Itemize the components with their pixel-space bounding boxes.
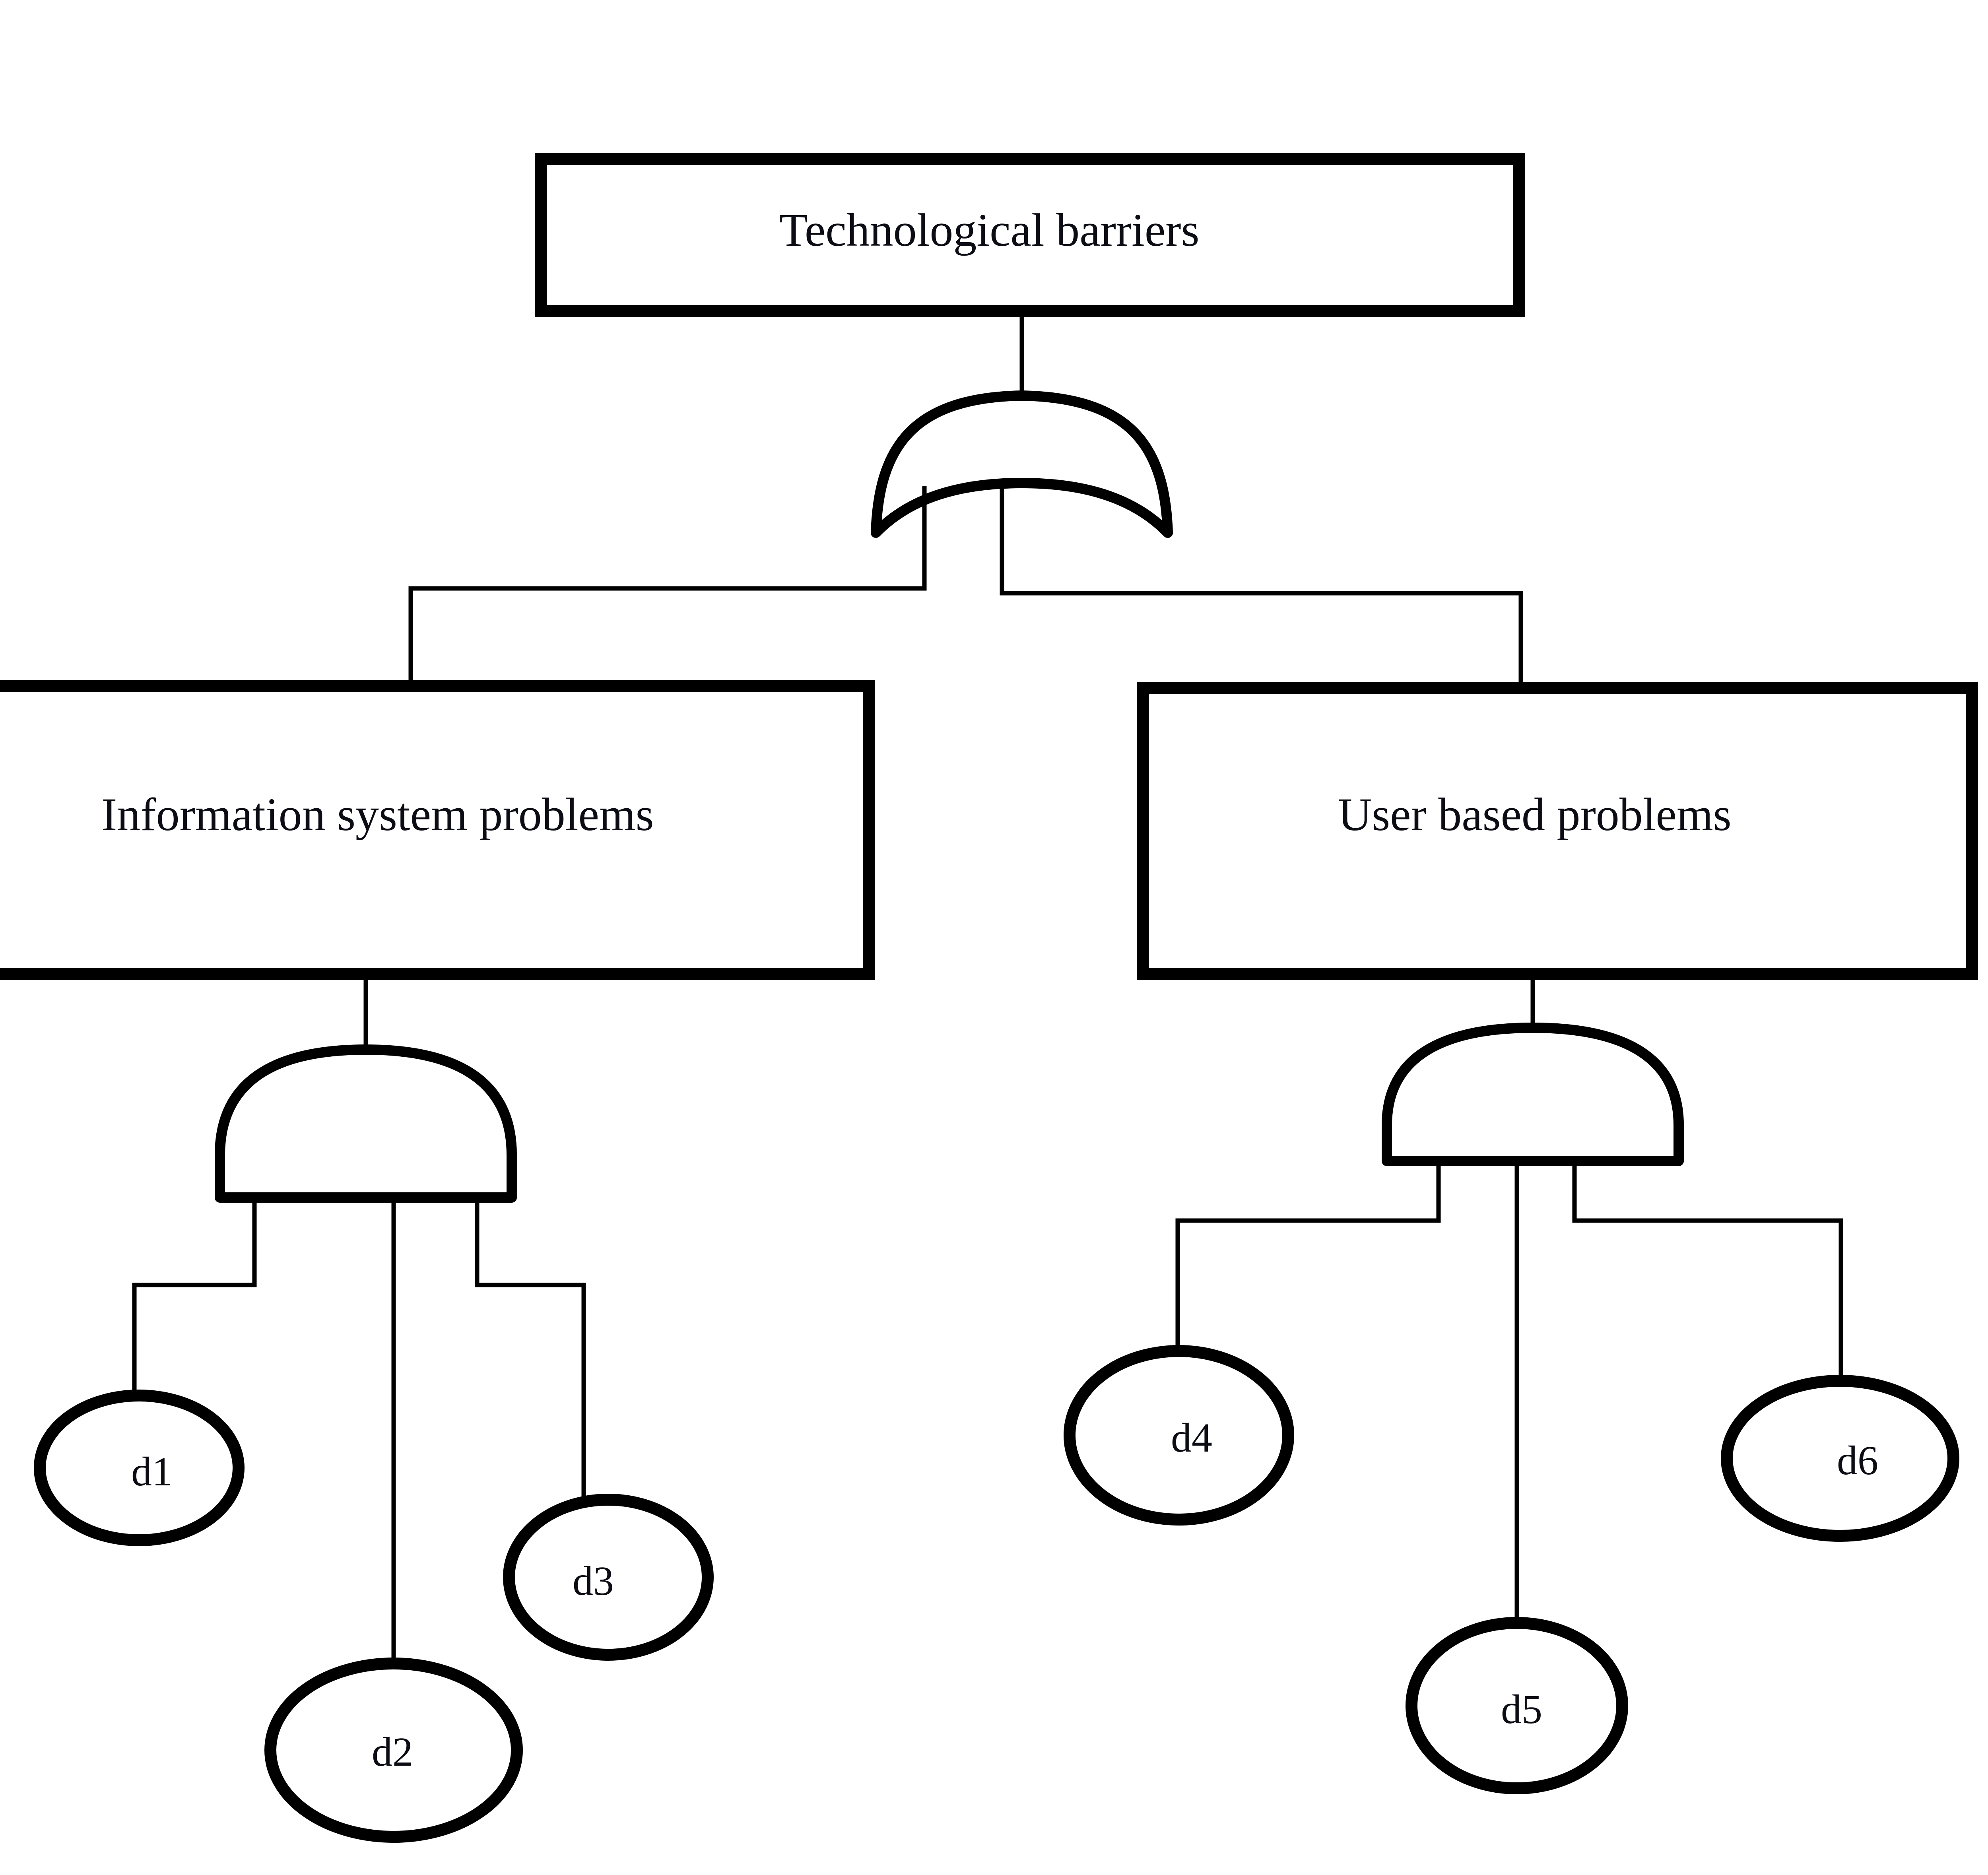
node-ellipse-d5[interactable] [1406,1617,1628,1794]
node-box-information-system-problems[interactable] [0,680,875,980]
edge-or-gate-to-children [408,486,1523,688]
node-box-user-based-problems[interactable] [1137,682,1978,980]
edge-and-gate-g2-to-leaves [132,1201,586,1663]
edge-and-gate-g3-to-leaves [1175,1165,1843,1624]
node-ellipse-d2[interactable] [264,1658,523,1843]
node-box-technological-barriers[interactable] [535,153,1525,317]
node-ellipse-d3[interactable] [503,1494,714,1661]
and-gate-g3[interactable] [1382,1023,1684,1166]
and-gate-g2[interactable] [215,1044,517,1203]
or-gate-g1[interactable] [871,390,1173,538]
node-ellipse-d1[interactable] [34,1390,245,1546]
node-ellipse-d4[interactable] [1064,1345,1294,1526]
node-ellipse-d6[interactable] [1721,1375,1959,1542]
